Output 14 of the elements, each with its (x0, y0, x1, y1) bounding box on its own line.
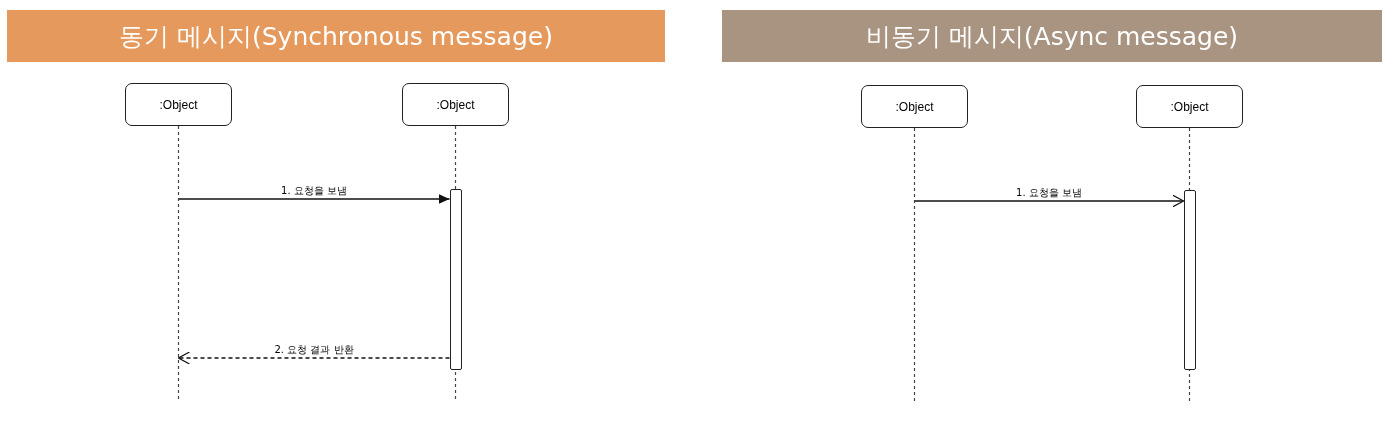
message-arrow (177, 194, 451, 204)
edge-label: 2. 요청 결과 반환 (272, 343, 356, 357)
object-box: :Object (125, 83, 232, 126)
message-arrow (177, 351, 451, 365)
object-box: :Object (861, 85, 968, 128)
object-box: :Object (1136, 85, 1243, 128)
object-box: :Object (402, 83, 509, 126)
activation-bar (1183, 190, 1196, 370)
title-banner: 동기 메시지(Synchronous message) (7, 10, 665, 62)
message-arrow (913, 194, 1185, 208)
title-banner: 비동기 메시지(Async message) (722, 10, 1382, 62)
edge-label: 1. 요청을 보냄 (1014, 186, 1084, 200)
activation-bar (449, 189, 462, 370)
edge-label: 1. 요청을 보냄 (279, 184, 349, 198)
